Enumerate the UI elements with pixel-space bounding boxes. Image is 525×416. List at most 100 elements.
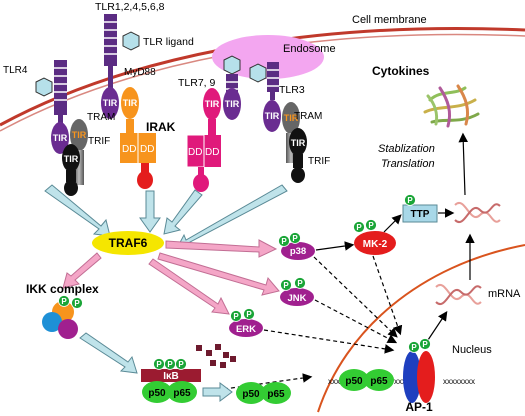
svg-text:p65: p65 <box>267 389 285 400</box>
mrna-nuclear <box>435 283 482 306</box>
stabilization-label: Stablization <box>378 143 435 155</box>
ttp <box>402 204 438 223</box>
svg-text:P: P <box>233 312 239 321</box>
svg-text:P: P <box>283 281 289 290</box>
tlr-ligand <box>122 31 140 51</box>
dashed-arrows-to-ap1 <box>223 255 403 390</box>
nfkb-free: p50 p65 <box>236 382 291 404</box>
svg-text:TIR: TIR <box>205 99 220 109</box>
svg-text:P: P <box>74 299 80 308</box>
tlr3-ligand <box>249 63 267 83</box>
svg-text:P: P <box>356 223 362 232</box>
irak-label: IRAK <box>146 120 176 134</box>
nfkb-nuclear: p50 p65 <box>339 369 394 391</box>
svg-text:TIR: TIR <box>64 154 79 164</box>
svg-text:TIR: TIR <box>103 98 118 108</box>
svg-text:TIR: TIR <box>284 113 299 123</box>
svg-text:P: P <box>292 234 298 243</box>
svg-text:P: P <box>167 360 173 369</box>
tlr4-receptor: TIR <box>51 60 69 154</box>
p38: p38 <box>281 242 315 260</box>
trif-label: TRIF <box>88 136 110 147</box>
dna-mid: xxxx <box>394 377 410 386</box>
ikb-phospho-sites: P P P <box>153 358 187 370</box>
erk-phospho-sites: P P <box>230 308 255 322</box>
svg-text:P: P <box>411 343 417 352</box>
cell-membrane-label: Cell membrane <box>352 14 427 26</box>
jnk-phospho-sites: P P <box>280 277 306 291</box>
nucleus-membrane <box>317 244 525 413</box>
myd88-label: MyD88 <box>124 67 156 78</box>
svg-text:TIR: TIR <box>265 111 280 121</box>
tlr79-label: TLR7, 9 <box>178 77 216 89</box>
ikk-to-ikb-arrow <box>79 332 138 374</box>
jnk: JNK <box>280 288 314 306</box>
svg-text:MK-2: MK-2 <box>363 239 388 250</box>
tlr3-receptor: TIR <box>263 62 281 132</box>
svg-text:P: P <box>61 297 67 306</box>
mrna-cytoplasmic <box>454 201 501 224</box>
ikk-complex <box>42 301 78 339</box>
svg-text:P: P <box>422 340 428 349</box>
svg-text:P: P <box>281 237 287 246</box>
svg-text:TIR: TIR <box>53 133 68 143</box>
svg-text:P: P <box>407 196 413 205</box>
arrows-from-traf6 <box>62 239 280 315</box>
ikb-degradation-fragments <box>196 344 236 368</box>
mk2-phospho-sites: P P <box>353 219 377 233</box>
cytokines-label: Cytokines <box>372 64 430 78</box>
tlr-surface-receptor: TIR <box>101 14 119 119</box>
endosome-label: Endosome <box>283 43 336 55</box>
dna-right: xxxxxxxx <box>443 377 475 386</box>
traf6-label: TRAF6 <box>109 236 148 250</box>
svg-text:IκB: IκB <box>163 371 179 382</box>
svg-text:P: P <box>246 310 252 319</box>
svg-text:DD: DD <box>205 147 219 158</box>
svg-text:ERK: ERK <box>236 324 256 335</box>
svg-text:TIR: TIR <box>225 99 240 109</box>
svg-text:TIR: TIR <box>72 130 87 140</box>
tlr79-ligand <box>223 55 241 75</box>
mk2: MK-2 <box>354 231 396 255</box>
ikb-nfkb-complex: IκB p50 p65 <box>141 369 201 403</box>
tlr4-ligand <box>35 77 53 97</box>
tlr-ligand-label: TLR ligand <box>143 36 194 48</box>
ikk-complex-label: IKK complex <box>26 282 99 296</box>
svg-text:p50: p50 <box>148 388 166 399</box>
trif-adaptor: TIR <box>62 144 80 196</box>
nucleus-label: Nucleus <box>452 344 492 356</box>
svg-text:p65: p65 <box>173 388 191 399</box>
svg-text:DD: DD <box>122 144 136 155</box>
svg-text:TIR: TIR <box>123 98 138 108</box>
svg-text:JNK: JNK <box>287 293 306 304</box>
svg-text:P: P <box>178 360 184 369</box>
svg-text:P: P <box>297 279 303 288</box>
tram2-label: TRAM <box>294 111 322 122</box>
tlr3-trif: TIR <box>289 128 307 183</box>
ikk-phospho-sites: P P <box>58 295 83 309</box>
tlr-surface-label: TLR1,2,4,5,6,8 <box>95 1 165 13</box>
dna-left: xxx <box>328 377 340 386</box>
ikb-release-arrow <box>202 382 233 402</box>
cytokine-structure <box>423 84 480 128</box>
ap1-label: AP-1 <box>405 400 433 414</box>
svg-text:TIR: TIR <box>291 138 306 148</box>
myd88: TIR DD DD <box>120 87 156 189</box>
traf6 <box>92 231 164 255</box>
svg-text:p38: p38 <box>290 246 306 257</box>
p38-phospho-sites: P P <box>278 232 301 247</box>
arrows-to-traf6 <box>44 184 288 249</box>
svg-text:p50: p50 <box>242 389 260 400</box>
mrna-label: mRNA <box>488 288 521 300</box>
ttp-label: TTP <box>411 209 430 220</box>
tram-adaptor: TIR <box>70 119 88 185</box>
svg-text:DD: DD <box>140 144 154 155</box>
trif2-label: TRIF <box>308 156 330 167</box>
erk: ERK <box>229 319 263 337</box>
tlr3-label: TLR3 <box>279 84 305 96</box>
svg-text:P: P <box>368 221 374 230</box>
svg-text:p50: p50 <box>345 376 363 387</box>
svg-text:p65: p65 <box>370 376 388 387</box>
